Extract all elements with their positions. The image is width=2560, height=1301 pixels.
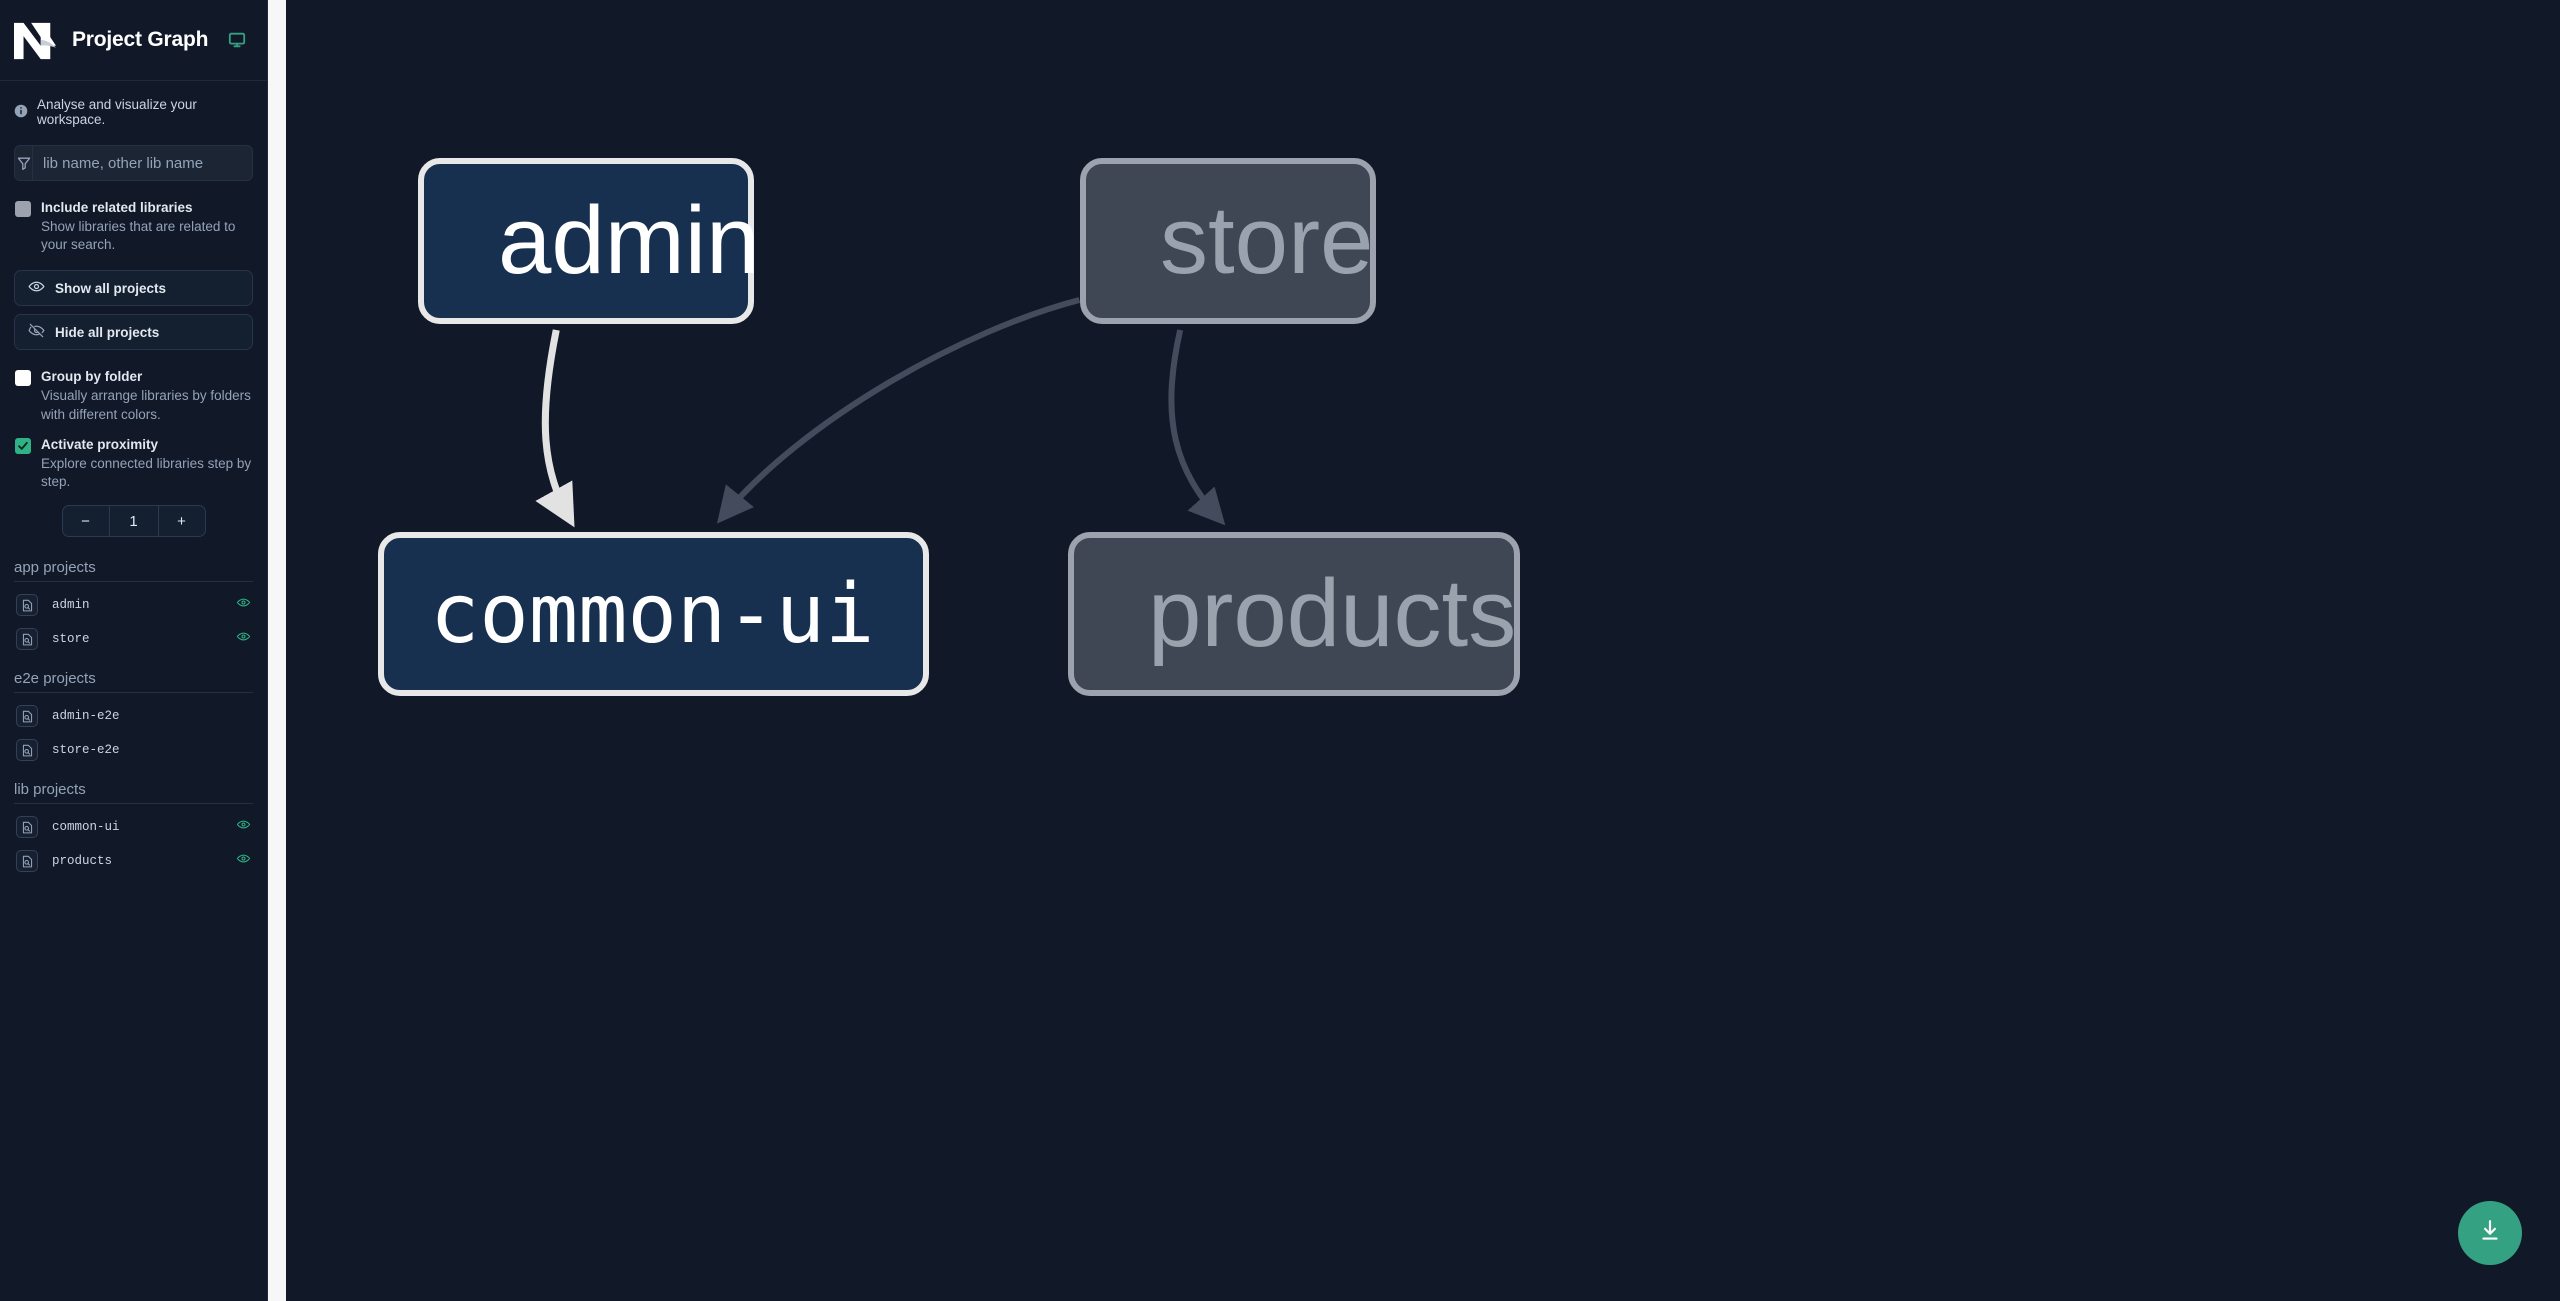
project-name: admin-e2e	[52, 709, 120, 724]
stepper-value: 1	[108, 506, 159, 537]
proximity-stepper: − 1 +	[61, 505, 206, 538]
monitor-icon[interactable]	[228, 31, 246, 49]
project-name: store	[52, 632, 90, 647]
project-item-common-ui[interactable]: common-ui	[14, 810, 253, 844]
project-list: app projects admin	[0, 537, 267, 878]
option-description: Explore connected libraries step by step…	[41, 455, 252, 490]
graph-node-label: admin	[498, 187, 760, 294]
project-visibility-eye-icon[interactable]	[236, 817, 251, 837]
project-visibility-eye-icon[interactable]	[236, 629, 251, 649]
sidebar-scrollbar[interactable]	[268, 0, 286, 1301]
project-icon	[16, 850, 38, 873]
tagline-text: Analyse and visualize your workspace.	[37, 97, 197, 127]
project-icon	[16, 594, 38, 617]
option-title: Group by folder	[41, 369, 143, 385]
show-all-projects-button[interactable]: Show all projects	[14, 270, 253, 307]
search-box[interactable]	[14, 145, 253, 181]
download-icon	[2477, 1218, 2503, 1249]
project-icon	[16, 628, 38, 651]
project-icon	[16, 739, 38, 762]
option-include-related-libraries[interactable]: Include related libraries Show libraries…	[0, 181, 267, 254]
project-item-store[interactable]: store	[14, 622, 253, 656]
show-all-projects-label: Show all projects	[55, 280, 167, 296]
project-name: common-ui	[52, 820, 120, 835]
funnel-icon	[15, 146, 33, 180]
graph-node-common-ui[interactable]: common-ui	[378, 532, 929, 696]
project-visibility-eye-icon[interactable]	[236, 595, 251, 615]
bulk-action-buttons: Show all projects Hide all projects	[0, 254, 267, 351]
project-group-title: lib projects	[14, 781, 253, 805]
info-icon	[14, 104, 28, 121]
project-item-store-e2e[interactable]: store-e2e	[14, 733, 253, 767]
proximity-stepper-container: − 1 +	[0, 491, 267, 538]
project-name: store-e2e	[52, 743, 120, 758]
project-name: admin	[52, 598, 90, 613]
sidebar-header: Project Graph	[0, 0, 267, 81]
page-title: Project Graph	[72, 28, 209, 51]
check-icon	[18, 441, 28, 450]
search-input[interactable]	[33, 146, 252, 180]
tagline: Analyse and visualize your workspace.	[0, 81, 267, 141]
checkbox-activate-proximity[interactable]	[15, 437, 31, 454]
option-activate-proximity[interactable]: Activate proximity Explore connected lib…	[0, 424, 267, 491]
project-group-title: app projects	[14, 559, 253, 583]
checkbox-include-related-libraries[interactable]	[15, 201, 31, 217]
project-item-admin-e2e[interactable]: admin-e2e	[14, 699, 253, 733]
project-item-products[interactable]: products	[14, 844, 253, 878]
nx-logo-icon	[12, 19, 58, 61]
project-group-title: e2e projects	[14, 670, 253, 694]
checkbox-group-by-folder[interactable]	[15, 370, 31, 387]
graph-edges	[535, 297, 1226, 528]
graph-node-label: store	[1160, 187, 1374, 294]
search-container	[0, 141, 267, 181]
graph-canvas[interactable]: admin store common-ui products	[268, 0, 2560, 1301]
stepper-increment-button[interactable]: +	[177, 512, 186, 530]
option-title: Include related libraries	[41, 200, 193, 215]
option-description: Visually arrange libraries by folders wi…	[41, 388, 251, 422]
project-group-lib: lib projects common-ui	[0, 781, 267, 878]
graph-node-label: common-ui	[430, 566, 875, 662]
eye-icon	[28, 278, 45, 298]
option-title: Activate proximity	[41, 436, 159, 452]
edge-admin-to-common-ui	[535, 329, 575, 528]
hide-all-projects-label: Hide all projects	[55, 324, 160, 340]
sidebar: Project Graph Analyse and visualize your…	[0, 0, 268, 1301]
option-description: Show libraries that are related to your …	[41, 219, 236, 253]
graph-node-label: products	[1148, 560, 1517, 667]
graph-node-products[interactable]: products	[1068, 532, 1520, 696]
project-visibility-eye-icon[interactable]	[236, 851, 251, 871]
graph-node-store[interactable]: store	[1080, 158, 1376, 324]
stepper-decrement-button[interactable]: −	[81, 512, 90, 530]
eye-off-icon	[28, 322, 45, 342]
project-group-app: app projects admin	[0, 559, 267, 656]
project-item-admin[interactable]: admin	[14, 588, 253, 622]
project-group-e2e: e2e projects admin-e2e	[0, 670, 267, 767]
edge-store-to-products	[1168, 329, 1226, 526]
project-icon	[16, 705, 38, 728]
project-icon	[16, 816, 38, 839]
option-group-by-folder[interactable]: Group by folder Visually arrange librari…	[0, 350, 267, 423]
graph-node-admin[interactable]: admin	[418, 158, 759, 324]
hide-all-projects-button[interactable]: Hide all projects	[14, 314, 253, 351]
download-image-button[interactable]	[2458, 1201, 2522, 1265]
project-name: products	[52, 854, 113, 869]
edge-store-to-common-ui	[716, 297, 1081, 524]
